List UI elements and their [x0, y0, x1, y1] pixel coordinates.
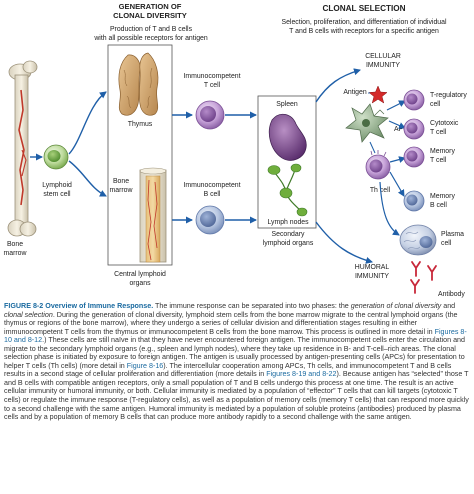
antibody-icon	[410, 261, 437, 294]
treg-label-line1: T-regulatory	[430, 92, 467, 99]
caption-text-2: and	[441, 302, 456, 310]
arrow-to-memory-b	[389, 171, 405, 197]
memory-b-label-line2: B cell	[430, 202, 447, 209]
selection-title: CLONAL SELECTION	[322, 4, 405, 13]
lymph-nodes-label: Lymph nodes	[267, 219, 309, 226]
memory-t-label-line1: Memory	[430, 148, 455, 155]
humoral-immunity-label-line2: IMMUNITY	[355, 273, 389, 280]
generation-desc-line1: Production of T and B cells	[110, 26, 193, 33]
lymphoid-stem-label-line2: stem cell	[43, 191, 71, 198]
femur-bone-illustration	[7, 60, 38, 237]
selection-desc-line1: Selection, proliferation, and differenti…	[282, 19, 447, 26]
spleen-label: Spleen	[276, 101, 298, 108]
central-organs-label-line2: organs	[129, 280, 151, 287]
cytotoxic-t-cell	[403, 118, 425, 140]
lymphoid-stem-label-line1: Lymphoid	[42, 182, 72, 189]
arrow-stem-to-thymus	[68, 91, 107, 155]
humoral-immunity-label-line1: HUMORAL	[355, 264, 390, 271]
antibody-label: Antibody	[438, 291, 465, 298]
figure-ref-link-2[interactable]: Figure 8-16	[126, 361, 164, 370]
imm-t-label-line1: Immunocompetent	[183, 73, 240, 80]
caption-emph-2: clonal selection	[4, 310, 53, 319]
caption-text-1: The immune response can be separated int…	[153, 302, 351, 310]
cellular-immunity-label-line2: IMMUNITY	[366, 62, 400, 69]
arrow-stem-to-marrow	[68, 160, 107, 197]
bm-organ-label-line1: Bone	[113, 178, 129, 185]
thymus-illustration	[118, 52, 159, 116]
caption-text-3: . During the generation of clonal divers…	[4, 310, 458, 336]
immunocompetent-t-cell	[195, 100, 225, 130]
imm-b-label-line1: Immunocompetent	[183, 182, 240, 189]
figure-title: Overview of Immune Response.	[45, 302, 154, 310]
central-organs-label-line1: Central lymphoid	[114, 271, 166, 278]
caption-emph-1: generation of clonal diversity	[350, 302, 442, 310]
plasma-cell	[399, 224, 437, 256]
plasma-label-line2: cell	[441, 240, 452, 247]
memory-b-label-line1: Memory	[430, 193, 455, 200]
apc-cell	[345, 103, 389, 143]
bone-marrow-label-line1: Bone	[7, 241, 23, 248]
immune-response-diagram: GENERATION OF CLONAL DIVERSITY Productio…	[4, 2, 468, 298]
figure-ref-link-3[interactable]: Figures 8-19 and 8-22	[266, 370, 337, 379]
figure-caption: FIGURE 8-2 Overview of Immune Response. …	[4, 302, 470, 422]
bone-marrow-label-line2: marrow	[4, 250, 27, 257]
imm-t-label-line2: T cell	[204, 82, 221, 89]
arrow-to-plasma	[379, 181, 400, 236]
memory-t-label-line2: T cell	[430, 157, 447, 164]
figure-number: FIGURE 8-2	[4, 302, 44, 310]
apc-label: APC	[394, 126, 408, 133]
antigen-star-icon	[368, 85, 388, 104]
generation-desc-line2: with all possible receptors for antigen	[93, 35, 208, 42]
selection-header: CLONAL SELECTION Selection, proliferatio…	[282, 4, 447, 35]
secondary-organs-label-line2: lymphoid organs	[263, 240, 314, 247]
treg-label-line2: cell	[430, 101, 441, 108]
cytotoxic-label-line1: Cytotoxic	[430, 120, 459, 127]
th-cell	[365, 150, 391, 180]
caption-text-4: .) These cells are still naïve in that t…	[4, 336, 465, 370]
lymph-nodes-illustration	[267, 163, 308, 217]
caption-text-5: ). The intercellular cooperation among A…	[4, 361, 452, 379]
selection-desc-line2: T and B cells with receptors for a speci…	[289, 28, 439, 35]
arrow-to-cytotoxic	[388, 120, 406, 129]
arrow-apc-to-th	[369, 141, 376, 154]
cytotoxic-label-line2: T cell	[430, 129, 447, 136]
generation-title-line1: GENERATION OF	[119, 2, 182, 11]
thymus-label: Thymus	[128, 121, 153, 128]
spleen-illustration	[268, 113, 307, 161]
plasma-label-line1: Plasma	[441, 231, 464, 238]
arrow-to-humoral-immunity	[315, 221, 373, 264]
figure-ref-link-1[interactable]: Figures 8-10 and 8-12	[4, 327, 467, 345]
secondary-organs-label-line1: Secondary	[272, 231, 305, 238]
antigen-label: Antigen	[343, 89, 367, 96]
bone-marrow-illustration	[139, 167, 167, 263]
imm-b-label-line2: B cell	[204, 191, 221, 198]
bm-organ-label-line2: marrow	[110, 187, 133, 194]
caption-text-6: ). Because antigen has “selected” those …	[4, 370, 469, 422]
generation-header: GENERATION OF CLONAL DIVERSITY Productio…	[93, 2, 208, 42]
arrow-to-memory-t	[389, 156, 406, 163]
memory-b-cell	[403, 190, 425, 212]
generation-title-line2: CLONAL DIVERSITY	[113, 11, 187, 20]
lymphoid-stem-cell	[43, 144, 69, 170]
arrow-to-treg	[386, 100, 406, 111]
t-regulatory-cell	[403, 89, 425, 111]
immunocompetent-b-cell	[195, 205, 225, 235]
arrow-to-cellular-immunity	[315, 68, 361, 103]
cellular-immunity-label-line1: CELLULAR	[365, 53, 401, 60]
memory-t-cell	[403, 146, 425, 168]
